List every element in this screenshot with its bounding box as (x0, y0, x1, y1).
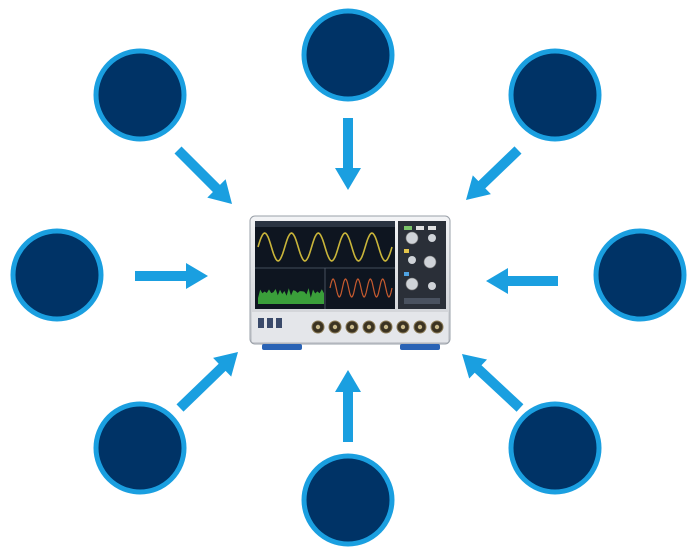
node-circle (301, 8, 395, 102)
bnc-connector-pin (315, 324, 321, 330)
node-top (301, 8, 395, 102)
bnc-connector-pin (349, 324, 355, 330)
bnc-connector-pin (400, 324, 406, 330)
node-top-right (508, 48, 602, 142)
spectrum-trace (258, 288, 324, 304)
connector-row (311, 320, 444, 334)
arrow-group (135, 118, 558, 442)
waveform-trace (257, 232, 393, 262)
arrow-bottom-right (462, 354, 524, 412)
arrow-right (486, 268, 558, 294)
bnc-connector-pin (417, 324, 423, 330)
node-circle (301, 453, 395, 547)
node-circle (93, 401, 187, 495)
arrow-top-right (466, 146, 522, 200)
node-bottom (301, 453, 395, 547)
bnc-connector-pin (383, 324, 389, 330)
node-circle (93, 48, 187, 142)
node-top-left (93, 48, 187, 142)
control-panel (404, 226, 440, 304)
node-circle (508, 401, 602, 495)
bnc-connector-pin (332, 324, 338, 330)
node-circle (508, 48, 602, 142)
node-circle (593, 228, 687, 322)
bnc-connector-pin (434, 324, 440, 330)
node-bottom-right (508, 401, 602, 495)
node-group (10, 8, 687, 547)
bnc-connector-pin (366, 324, 372, 330)
arrow-top-left (174, 146, 232, 204)
waveform-trace-secondary (329, 278, 393, 298)
node-bottom-left (93, 401, 187, 495)
node-right (593, 228, 687, 322)
node-circle (10, 228, 104, 322)
arrow-bottom-left (176, 352, 238, 412)
arrow-top (335, 118, 361, 190)
arrow-bottom (335, 370, 361, 442)
node-left (10, 228, 104, 322)
oscilloscope-icon (249, 215, 451, 350)
arrow-left (135, 263, 208, 289)
